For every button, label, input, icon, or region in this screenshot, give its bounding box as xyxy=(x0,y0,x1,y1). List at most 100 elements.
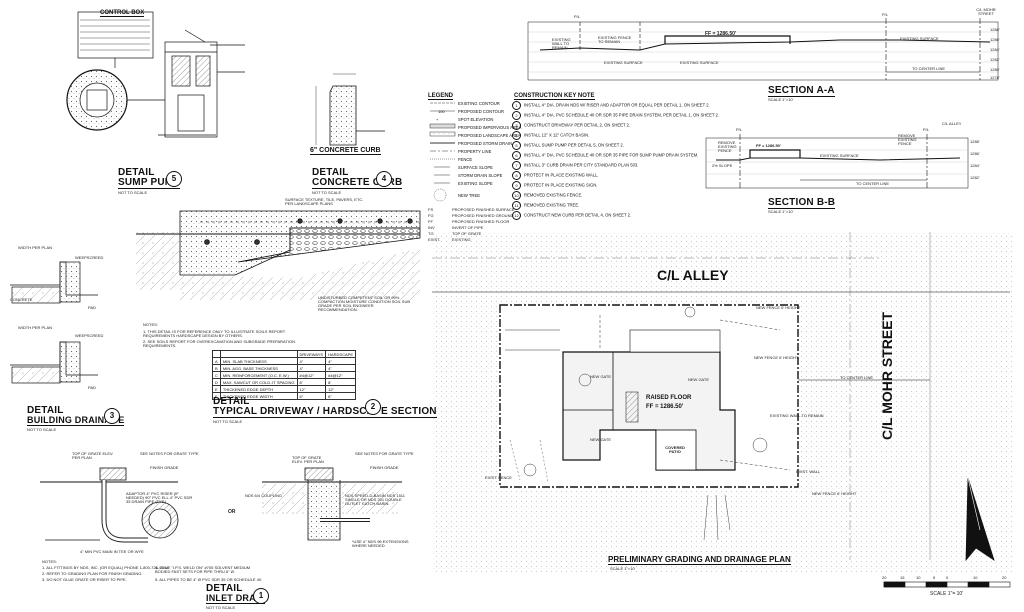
table-cell: 4" xyxy=(296,364,327,372)
section-b-label: P/L xyxy=(923,127,930,132)
use-nds-label: *USE 4" NDS 96 EXTENSIONS WHERE NEEDED xyxy=(352,539,409,548)
adaptor-label: ADAPTOR 4" PVC RISER (IF NEEDED) 90° PVC… xyxy=(126,491,193,504)
section-b-label: 2% SLOPE xyxy=(712,163,733,168)
legend-item: PROPERTY LINE xyxy=(458,149,492,154)
section-b-elev: 1284' xyxy=(970,163,980,168)
inlet-drain-detail-subtitle: INLET DRAIN xyxy=(206,593,266,604)
section-a-scale: SCALE 1"=10' xyxy=(768,97,794,102)
construction-key-title: CONSTRUCTION KEY NOTE xyxy=(514,93,595,100)
section-a-elev: 1278' xyxy=(990,75,1000,80)
key-text: PROTECT IN PLACE EXISTING WALL. xyxy=(524,172,599,178)
key-number: 9 xyxy=(512,181,521,190)
key-text: CONSTRUCT NEW CURB PER DETAIL 4, ON SHEE… xyxy=(524,212,632,218)
table-cell: 4" xyxy=(296,357,327,365)
building-drainage-scale: NOT TO SCALE xyxy=(27,427,57,432)
site-plan-drawing xyxy=(432,232,1012,572)
plan-scale: SCALE 1"=10' xyxy=(610,566,636,571)
section-a-elev: 1282' xyxy=(990,57,1000,62)
key-number: 3 xyxy=(512,121,521,130)
key-text: INSTALL 3" CURB DRAIN PER CITY STANDARD … xyxy=(524,162,639,168)
abbr-value: PROPOSED FINISHED FLOOR xyxy=(452,219,510,224)
section-a-label: C/L MOHR STREET xyxy=(976,7,996,16)
abbr-key: TG xyxy=(428,231,434,236)
abbr-key: FF xyxy=(428,219,433,224)
inlet-drain-detail-title: DETAIL xyxy=(206,583,243,594)
nds-coupling-label: NDS 6/4 COUPLING xyxy=(245,493,283,498)
table-header-cell xyxy=(212,350,221,358)
finish-grade-label-2: FINISH GRADE xyxy=(370,465,399,470)
table-cell: MIN. AGG. BASE THICKNESS xyxy=(219,364,298,372)
key-number: 4 xyxy=(512,131,521,140)
table-cell: 4" xyxy=(325,364,356,372)
nds-catch-basin-label: NDS SPEED-D-BASIN NDS 1511 SINGLE OR NDS… xyxy=(345,493,405,506)
sump-pump-detail-subtitle: SUMP PUMP xyxy=(118,177,181,189)
grate-notes-label-2: SEE NOTES FOR GRATE TYPE xyxy=(355,451,414,456)
legend-item: SPOT ELEVATION xyxy=(458,117,494,122)
plan-label: NEW FENCE 6' HEIGHT xyxy=(754,355,799,360)
grate-notes-label: SEE NOTES FOR GRATE TYPE xyxy=(140,451,199,456)
table-cell: 6" xyxy=(325,392,356,400)
table-cell: 12" xyxy=(325,385,356,393)
section-b-elev: 1286' xyxy=(970,151,980,156)
table-cell: MAX. SAWCUT OR COLD JT SPACING xyxy=(219,378,298,386)
table-cell: MIN. REINFORCEMENT (O.C. E.W.) xyxy=(219,371,298,379)
section-b-label: P/L xyxy=(736,127,743,132)
table-cell: B xyxy=(212,364,221,372)
driveway-notes-title: NOTES: xyxy=(143,322,158,327)
abbr-key: EXIST. xyxy=(428,237,441,242)
scale-tick: 20 xyxy=(882,575,887,580)
driveway-scale: NOT TO SCALE xyxy=(213,419,243,424)
pad-label: PAD xyxy=(88,305,96,310)
table-cell: C xyxy=(212,371,221,379)
abbr-value: PROPOSED FINISHED SURFACE xyxy=(452,207,515,212)
section-a-label: EXISTING WALL TO REMAIN xyxy=(552,37,571,50)
table-cell: THICKENED EDGE WIDTH xyxy=(219,392,298,400)
scale-bar-label: SCALE 1"= 10' xyxy=(930,591,964,597)
section-b-title: SECTION B-B xyxy=(768,197,836,209)
raised-floor-label: RAISED FLOOR xyxy=(646,395,692,401)
scale-tick: 5 xyxy=(933,575,936,580)
table-cell: 4" xyxy=(325,357,356,365)
table-cell: D xyxy=(212,378,221,386)
table-header-cell: DRIVEWAYS xyxy=(296,350,327,358)
control-box-title: CONTROL BOX xyxy=(100,10,145,17)
legend-item: SURFACE SLOPE xyxy=(458,165,493,170)
table-cell: 8' xyxy=(325,378,356,386)
table-cell: 6" xyxy=(296,392,327,400)
sump-pump-detail-number: 5 xyxy=(166,171,182,187)
inlet-drain-detail-number: 1 xyxy=(253,588,269,604)
covered-patio-label: COVERED PATIO xyxy=(665,445,685,454)
concrete-curb-detail-subtitle: CONCRETE CURB xyxy=(312,177,403,189)
building-drainage-detail-number: 3 xyxy=(104,408,120,424)
key-number: 12 xyxy=(512,211,521,220)
concrete-curb-drawing xyxy=(315,73,385,146)
plan-label: TO CENTER LINE xyxy=(840,375,874,380)
section-b-label: TO CENTER LINE xyxy=(856,181,890,186)
scale-tick: 20 xyxy=(1002,575,1007,580)
surface-texture-label: SURFACE TEXTURE, TILE, PAVERS, ETC. PER … xyxy=(285,197,364,206)
concrete-curb-detail-title: DETAIL xyxy=(312,167,349,178)
table-cell: A xyxy=(212,357,221,365)
finish-grade-label: FINISH GRADE xyxy=(150,465,179,470)
section-a-label: EXISTING FENCE TO REMAIN xyxy=(598,35,632,44)
key-text: REMOVED EXISTING TREE. xyxy=(524,202,580,208)
concrete-curb-detail-number: 4 xyxy=(376,171,392,187)
north-arrow xyxy=(965,477,995,562)
plan-label: EXIST. FENCE xyxy=(485,475,512,480)
table-header-row: DRIVEWAYS HARDSCAPE xyxy=(212,350,356,358)
building-drainage-detail-subtitle: BUILDING DRAINAGE xyxy=(27,415,125,426)
legend-item: EXISTING CONTOUR xyxy=(458,101,500,106)
sump-pump-scale: NOT TO SCALE xyxy=(118,190,148,195)
inlet-note-4: 4. GLUE "I.P.S. WELD ON" #705 SOLVENT ME… xyxy=(155,565,251,574)
key-number: 2 xyxy=(512,111,521,120)
legend-item: NEW TREE xyxy=(458,193,481,198)
